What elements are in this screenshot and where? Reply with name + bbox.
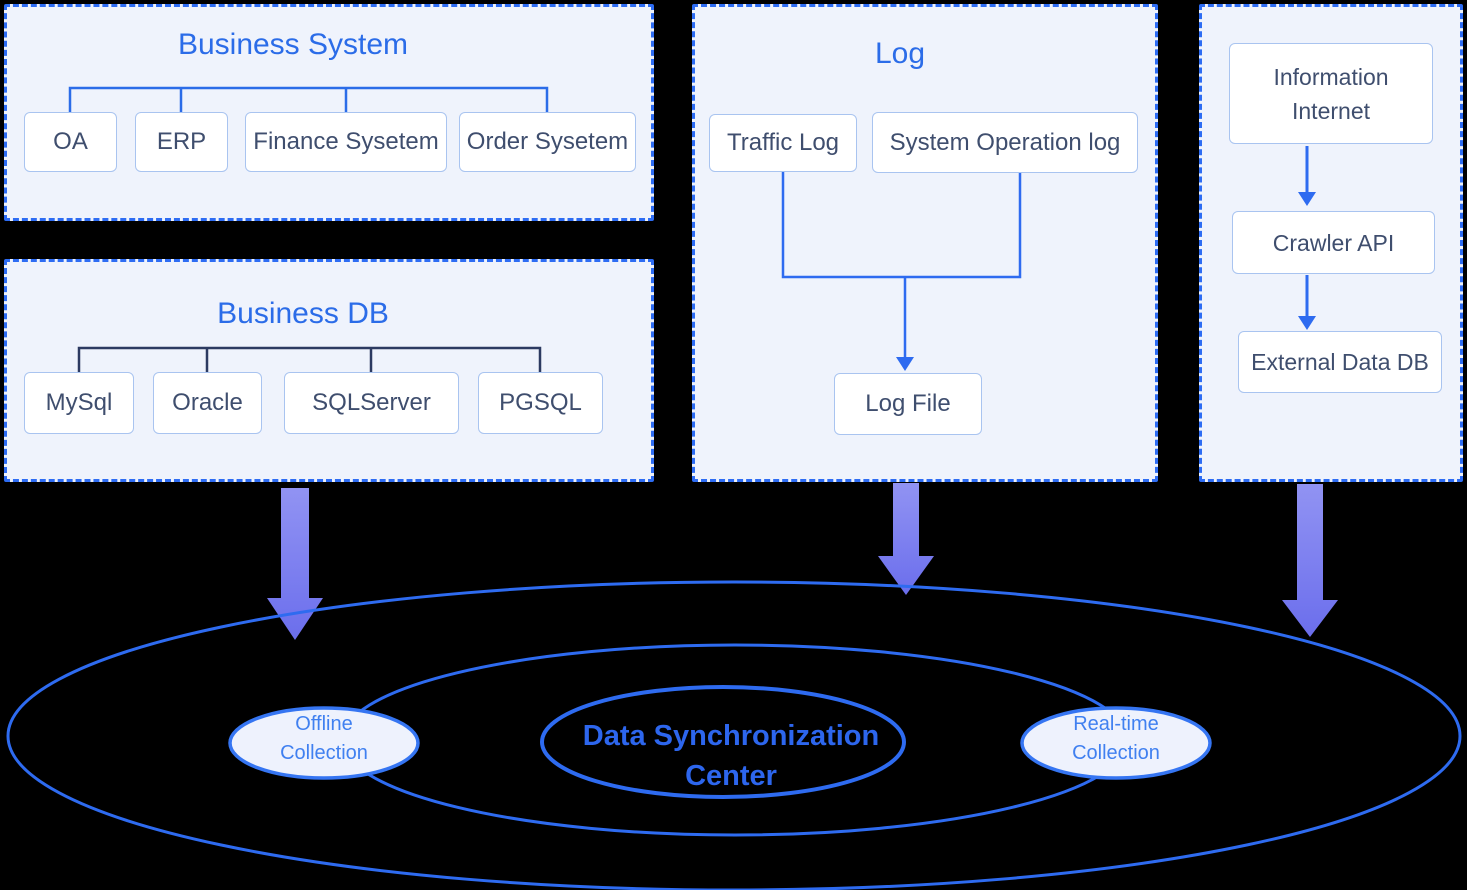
realtime-collection-line2: Collection (1072, 742, 1160, 764)
node-erp: ERP (135, 112, 228, 172)
flow-arrow-business-db (267, 488, 323, 640)
offline-collection-label: Offline Collection (244, 710, 404, 768)
node-sqlserver: SQLServer (284, 372, 459, 434)
log-title: Log (874, 37, 926, 70)
node-information-internet: Information Internet (1229, 43, 1433, 144)
node-external-data-db: External Data DB (1238, 331, 1442, 393)
node-pgsql: PGSQL (478, 372, 603, 434)
panel-business-db (4, 259, 654, 482)
flow-arrow-log (878, 483, 934, 595)
data-sync-center-line2: Center (685, 760, 777, 792)
offline-collection-line2: Collection (280, 742, 368, 764)
flow-arrow-external (1282, 484, 1338, 637)
node-system-operation-log: System Operation log (872, 112, 1138, 173)
business-db-title: Business DB (217, 297, 389, 330)
node-order-system: Order Sysetem (459, 112, 636, 172)
offline-collection-line1: Offline (295, 713, 353, 735)
node-traffic-log: Traffic Log (709, 114, 857, 172)
realtime-collection-label: Real-time Collection (1036, 710, 1196, 768)
node-crawler-api: Crawler API (1232, 211, 1435, 274)
business-system-title: Business System (177, 28, 409, 61)
node-oracle: Oracle (153, 372, 262, 434)
realtime-collection-line1: Real-time (1073, 713, 1159, 735)
data-sync-center-line1: Data Synchronization (582, 720, 880, 752)
data-sync-center-label: Data Synchronization Center (561, 716, 901, 796)
node-oa: OA (24, 112, 117, 172)
node-mysql: MySql (24, 372, 134, 434)
node-log-file: Log File (834, 373, 982, 435)
node-finance-system: Finance Sysetem (245, 112, 447, 172)
